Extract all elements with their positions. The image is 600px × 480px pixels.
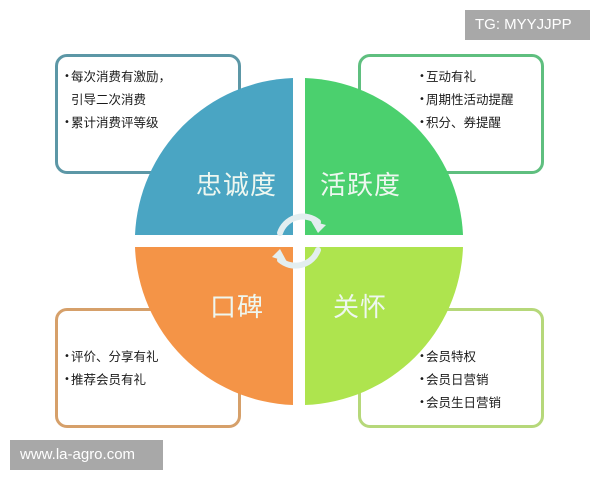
word-of-mouth-quadrant xyxy=(135,247,293,405)
bullet-icon: • xyxy=(419,351,425,362)
care-item: •会员日营销 xyxy=(419,368,531,391)
care-quadrant xyxy=(305,247,463,405)
activity-callout-box: •互动有礼 •周期性活动提醒 •积分、券提醒 xyxy=(358,54,544,174)
bullet-icon: • xyxy=(419,397,425,408)
word-of-mouth-label: 口碑 xyxy=(210,293,265,323)
upper-arrow-arc xyxy=(277,213,321,236)
wom-item: •评价、分享有礼 xyxy=(64,345,228,368)
loyalty-item-text: 每次消费有激励， 引导二次消费 xyxy=(71,69,172,107)
loyalty-item-text: 累计消费评等级 xyxy=(71,115,159,130)
loyalty-item: •每次消费有激励， 引导二次消费 xyxy=(64,65,228,111)
bullet-icon: • xyxy=(64,71,70,82)
wom-item: •推荐会员有礼 xyxy=(64,368,228,391)
watermark-bottom: www.la-agro.com xyxy=(10,440,163,470)
wom-item-text: 评价、分享有礼 xyxy=(71,349,159,364)
care-item: •会员生日营销 xyxy=(419,391,531,414)
loyalty-item: •累计消费评等级 xyxy=(64,111,228,134)
bullet-icon: • xyxy=(64,117,70,128)
care-item-text: 会员日营销 xyxy=(426,372,489,387)
activity-item: •互动有礼 xyxy=(419,65,531,88)
bullet-icon: • xyxy=(419,117,425,128)
care-item-text: 会员生日营销 xyxy=(426,395,502,410)
lower-arrow-arc xyxy=(277,247,321,269)
activity-item: •积分、券提醒 xyxy=(419,111,531,134)
circular-arrows-icon xyxy=(272,213,326,269)
bullet-icon: • xyxy=(64,351,70,362)
upper-arrow-head xyxy=(311,221,326,233)
loyalty-label: 忠诚度 xyxy=(196,171,278,201)
activity-quadrant xyxy=(305,78,463,235)
care-label: 关怀 xyxy=(333,293,388,323)
lower-arrow-head xyxy=(272,249,287,262)
bullet-icon: • xyxy=(419,94,425,105)
loyalty-quadrant xyxy=(135,78,293,235)
care-item: •会员特权 xyxy=(419,345,531,368)
bullet-icon: • xyxy=(419,374,425,385)
bullet-icon: • xyxy=(419,71,425,82)
activity-item-text: 周期性活动提醒 xyxy=(426,92,514,107)
bullet-icon: • xyxy=(64,374,70,385)
activity-label: 活跃度 xyxy=(320,171,402,201)
wom-item-text: 推荐会员有礼 xyxy=(71,372,147,387)
activity-item-text: 积分、券提醒 xyxy=(426,115,502,130)
watermark-top: TG: MYYJJPP xyxy=(465,10,590,40)
care-item-text: 会员特权 xyxy=(426,349,477,364)
activity-item: •周期性活动提醒 xyxy=(419,88,531,111)
activity-item-text: 互动有礼 xyxy=(426,69,477,84)
